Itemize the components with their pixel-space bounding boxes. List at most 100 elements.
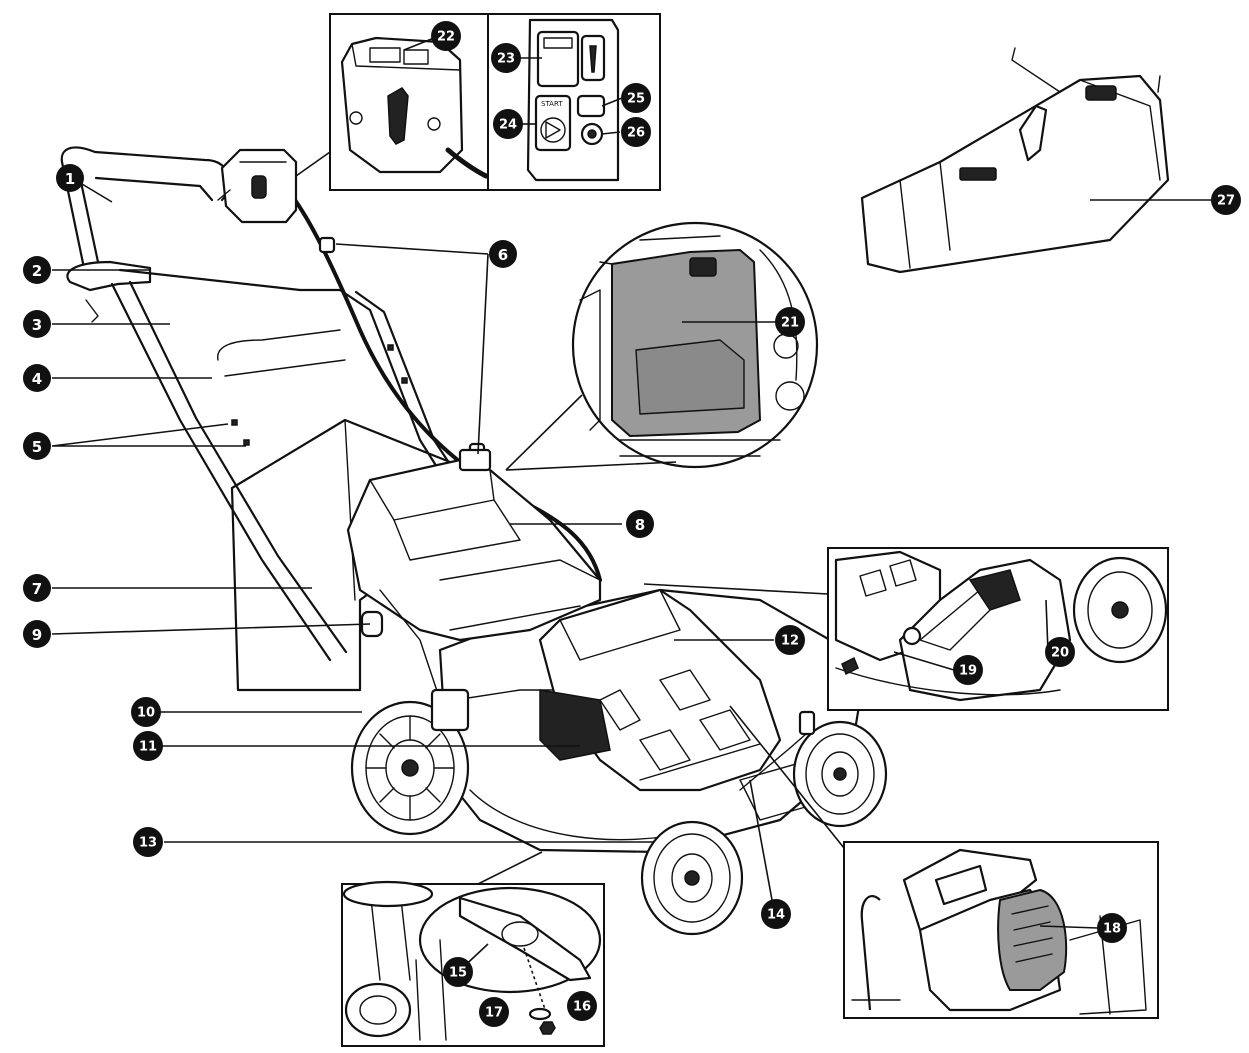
- callout-badge-circle: [1045, 637, 1075, 667]
- inset-control-box: [329, 13, 489, 191]
- callout-badge-label: 11: [139, 740, 157, 755]
- inset-control-panel: START: [487, 13, 661, 191]
- callout-badge-label: 17: [485, 1006, 503, 1021]
- callout-badge-circle: [491, 43, 521, 73]
- callout-badge-label: 27: [1217, 194, 1235, 209]
- callout-badge-2: 2: [23, 256, 51, 284]
- callout-badge-circle: [443, 957, 473, 987]
- callout-badge-5: 5: [23, 432, 51, 460]
- callout-badges: 1234567891011121314151617181920212223242…: [23, 21, 1241, 1027]
- callout-badge-circle: [1097, 913, 1127, 943]
- callout-badge-circle: [131, 697, 161, 727]
- callout-badge-label: 5: [32, 438, 42, 456]
- callout-badge-label: 8: [635, 516, 645, 534]
- callout-badge-label: 21: [781, 316, 799, 331]
- inset-blade-leader: [477, 851, 543, 885]
- callout-badge-4: 4: [23, 364, 51, 392]
- callout-badge-16: 16: [567, 991, 597, 1021]
- callout-badge-15: 15: [443, 957, 473, 987]
- callout-badge-label: 25: [627, 92, 645, 107]
- callout-badge-circle: [493, 109, 523, 139]
- inset-battery-cover-leader: [505, 394, 677, 471]
- wheel-rear-left: [350, 700, 470, 836]
- callout-badge-1: 1: [56, 164, 84, 192]
- start-button-label: START: [541, 100, 563, 108]
- inset-battery-leader: [729, 705, 845, 849]
- inset-battery-latch: [827, 547, 1169, 711]
- callout-badge-18: 18: [1097, 913, 1127, 943]
- callout-badge-17: 17: [479, 997, 509, 1027]
- callout-badge-22: 22: [431, 21, 461, 51]
- callout-badge-circle: [621, 117, 651, 147]
- callout-badge-25: 25: [621, 83, 651, 113]
- callout-badge-circle: [23, 620, 51, 648]
- motor-area: [539, 689, 611, 761]
- callout-badge-label: 22: [437, 30, 455, 45]
- callout-badge-9: 9: [23, 620, 51, 648]
- callout-badge-10: 10: [131, 697, 161, 727]
- inset-rear-grass-cover: [860, 47, 1170, 274]
- callout-badge-11: 11: [133, 731, 163, 761]
- callout-badge-label: 6: [498, 246, 508, 264]
- callout-badge-circle: [953, 655, 983, 685]
- callout-badge-label: 20: [1051, 646, 1069, 661]
- callout-badge-circle: [621, 83, 651, 113]
- handle-control-box: [217, 148, 298, 224]
- handle-assembly: [60, 146, 602, 662]
- callout-badge-21: 21: [775, 307, 805, 337]
- callout-badge-label: 14: [767, 908, 785, 923]
- callout-badge-label: 7: [32, 580, 42, 598]
- rear-battery-housing: [346, 448, 602, 642]
- wheel-front-right: [792, 720, 888, 828]
- callout-badge-label: 26: [627, 126, 645, 141]
- callout-badge-label: 23: [497, 52, 515, 67]
- callout-badge-label: 4: [32, 370, 42, 388]
- callout-badge-27: 27: [1211, 185, 1241, 215]
- callout-badge-label: 19: [959, 664, 977, 679]
- callout-badge-19: 19: [953, 655, 983, 685]
- callout-badge-circle: [1211, 185, 1241, 215]
- mower-main-illustration: [60, 146, 888, 936]
- callout-badge-label: 15: [449, 966, 467, 981]
- callout-badge-circle: [567, 991, 597, 1021]
- callout-badge-circle: [23, 432, 51, 460]
- callout-badge-6: 6: [489, 240, 517, 268]
- callout-badge-circle: [775, 307, 805, 337]
- callout-badge-circle: [761, 899, 791, 929]
- callout-badge-label: 13: [139, 836, 157, 851]
- callout-badge-12: 12: [775, 625, 805, 655]
- callout-badge-circle: [23, 256, 51, 284]
- callout-badge-8: 8: [626, 510, 654, 538]
- height-adjust-lever: [360, 589, 470, 732]
- inset-blade: [341, 880, 605, 1047]
- callout-badge-label: 24: [499, 118, 517, 133]
- callout-badge-label: 12: [781, 634, 799, 649]
- callout-badge-label: 1: [65, 170, 75, 188]
- callout-badge-label: 2: [32, 262, 42, 280]
- callout-badge-label: 3: [32, 316, 42, 334]
- callout-badge-circle: [489, 240, 517, 268]
- callout-badge-label: 9: [32, 626, 42, 644]
- wheel-front-left: [640, 820, 744, 936]
- callout-badge-circle: [775, 625, 805, 655]
- callout-badge-circle: [133, 827, 163, 857]
- callout-badge-label: 10: [137, 706, 155, 721]
- callout-badge-24: 24: [493, 109, 523, 139]
- front-height-lever: [739, 710, 816, 791]
- inset-battery-cover: [571, 221, 819, 469]
- callout-badge-circle: [431, 21, 461, 51]
- callout-badge-3: 3: [23, 310, 51, 338]
- callout-badge-13: 13: [133, 827, 163, 857]
- callout-badge-label: 16: [573, 1000, 591, 1015]
- callout-badge-23: 23: [491, 43, 521, 73]
- callout-badge-circle: [56, 164, 84, 192]
- callout-badge-label: 18: [1103, 922, 1121, 937]
- callout-badge-circle: [23, 574, 51, 602]
- callout-badge-14: 14: [761, 899, 791, 929]
- callout-badge-circle: [626, 510, 654, 538]
- inset-control-box-leader: [295, 151, 331, 177]
- callout-badge-circle: [479, 997, 509, 1027]
- callout-badge-26: 26: [621, 117, 651, 147]
- leader-lines: [51, 37, 1212, 973]
